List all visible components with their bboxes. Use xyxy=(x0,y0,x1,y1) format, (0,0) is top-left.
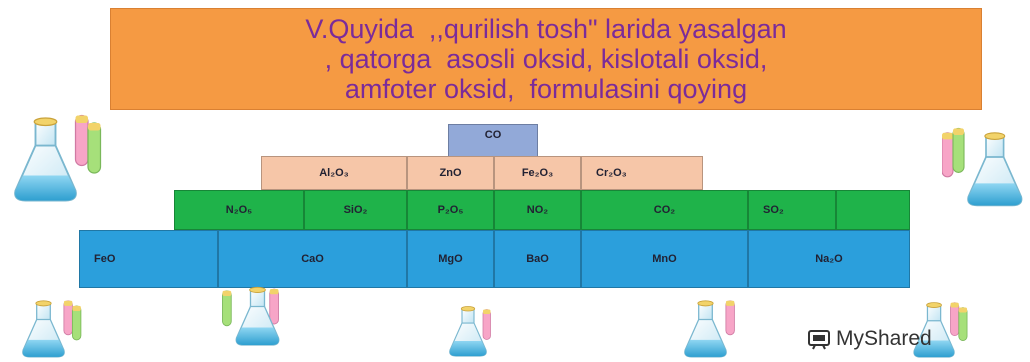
title-line-3: amfoter oksid, formulasini qoying xyxy=(344,74,748,104)
cell-r2-c3: NO₂ xyxy=(494,190,581,230)
cell-r3-c2: MgO xyxy=(407,230,494,288)
cell-r2-c1: SiO₂ xyxy=(304,190,407,230)
watermark: MyShared xyxy=(808,327,932,351)
cell-r3-c1: CaO xyxy=(218,230,407,288)
cell-r3-c5: Na₂O xyxy=(748,230,910,288)
cell-r0-c0: CO xyxy=(448,124,538,158)
cell-r2-c4: CO₂ xyxy=(581,190,748,230)
myshared-logo-icon xyxy=(808,330,830,350)
cell-r2-c6 xyxy=(836,190,910,230)
flask-icon xyxy=(14,114,102,202)
watermark-text: MyShared xyxy=(836,327,932,350)
cell-r2-c0: N₂O₅ xyxy=(174,190,304,230)
cell-r1-c3: Cr₂O₃ xyxy=(581,156,703,190)
title-line-2: , qatorga asosli oksid, kislotali oksid, xyxy=(324,44,768,74)
cell-r2-c2: P₂O₅ xyxy=(407,190,494,230)
cell-r3-c3: BaO xyxy=(494,230,581,288)
flask-icon xyxy=(449,305,491,357)
flask-icon xyxy=(22,300,82,358)
flask-icon xyxy=(222,286,280,346)
cell-r1-c0: Al₂O₃ xyxy=(261,156,407,190)
cell-r3-c4: MnO xyxy=(581,230,748,288)
cell-r2-c5: SO₂ xyxy=(748,190,836,230)
title-line-1: V.Quyida ,,qurilish tosh" larida yasalga… xyxy=(305,14,787,44)
cell-r1-c1: ZnO xyxy=(407,156,494,190)
title-banner: V.Quyida ,,qurilish tosh" larida yasalga… xyxy=(110,8,982,110)
flask-icon xyxy=(942,127,1023,207)
flask-icon xyxy=(684,300,735,358)
cell-r1-c2: Fe₂O₃ xyxy=(494,156,581,190)
cell-r3-c0: FeO xyxy=(79,230,218,288)
